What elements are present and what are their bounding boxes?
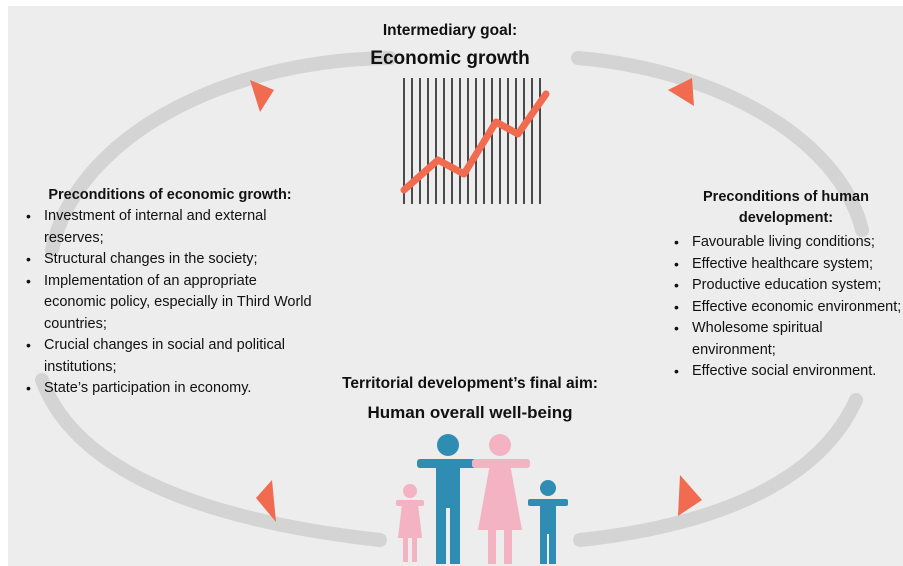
ring-arc-bottom-left bbox=[35, 373, 387, 547]
growth-trend-line bbox=[400, 90, 550, 194]
adult-woman-icon bbox=[472, 434, 530, 564]
list-item: Effective social environment. bbox=[668, 361, 903, 383]
list-item: Wholesome spiritual environment; bbox=[668, 318, 903, 361]
list-item: State’s participation in economy. bbox=[20, 378, 320, 400]
human-development-preconditions-list: Favourable living conditions; Effective … bbox=[668, 232, 903, 383]
list-item: Structural changes in the society; bbox=[20, 249, 320, 271]
ring-arc-top-right bbox=[571, 51, 869, 237]
family-icon bbox=[396, 434, 568, 564]
adult-man-icon bbox=[417, 434, 479, 564]
list-item: Effective healthcare system; bbox=[668, 254, 903, 276]
intermediary-goal-title: Economic growth bbox=[370, 48, 530, 69]
growth-chart-icon bbox=[400, 78, 550, 204]
child-boy-icon bbox=[528, 480, 568, 564]
list-item: Effective economic environment; bbox=[668, 297, 903, 319]
economic-growth-preconditions: Preconditions of economic growth: Invest… bbox=[20, 187, 320, 400]
list-item: Investment of internal and external rese… bbox=[20, 206, 320, 249]
cycle-arrow-icon-top-right bbox=[668, 78, 694, 106]
human-development-preconditions: Preconditions of human development: Favo… bbox=[668, 187, 903, 383]
cycle-arrow-icon-top-left bbox=[250, 80, 274, 112]
economic-growth-preconditions-title: Preconditions of economic growth: bbox=[48, 187, 292, 203]
list-item: Implementation of an appropriate economi… bbox=[20, 271, 320, 336]
cycle-arrow-icon-bottom-left bbox=[256, 480, 276, 522]
child-girl-icon bbox=[396, 484, 424, 562]
economic-growth-preconditions-list: Investment of internal and external rese… bbox=[20, 206, 320, 400]
list-item: Favourable living conditions; bbox=[668, 232, 903, 254]
list-item: Productive education system; bbox=[668, 275, 903, 297]
ring-arc-bottom-right bbox=[573, 393, 863, 547]
list-item: Crucial changes in social and political … bbox=[20, 335, 320, 378]
human-development-preconditions-title: Preconditions of human development: bbox=[703, 189, 869, 226]
final-aim-title: Human overall well-being bbox=[367, 403, 573, 422]
cycle-arrow-icon-bottom-right bbox=[678, 475, 702, 516]
final-aim-heading: Territorial development’s final aim: bbox=[342, 375, 598, 392]
intermediary-goal-heading: Intermediary goal: bbox=[382, 22, 518, 39]
